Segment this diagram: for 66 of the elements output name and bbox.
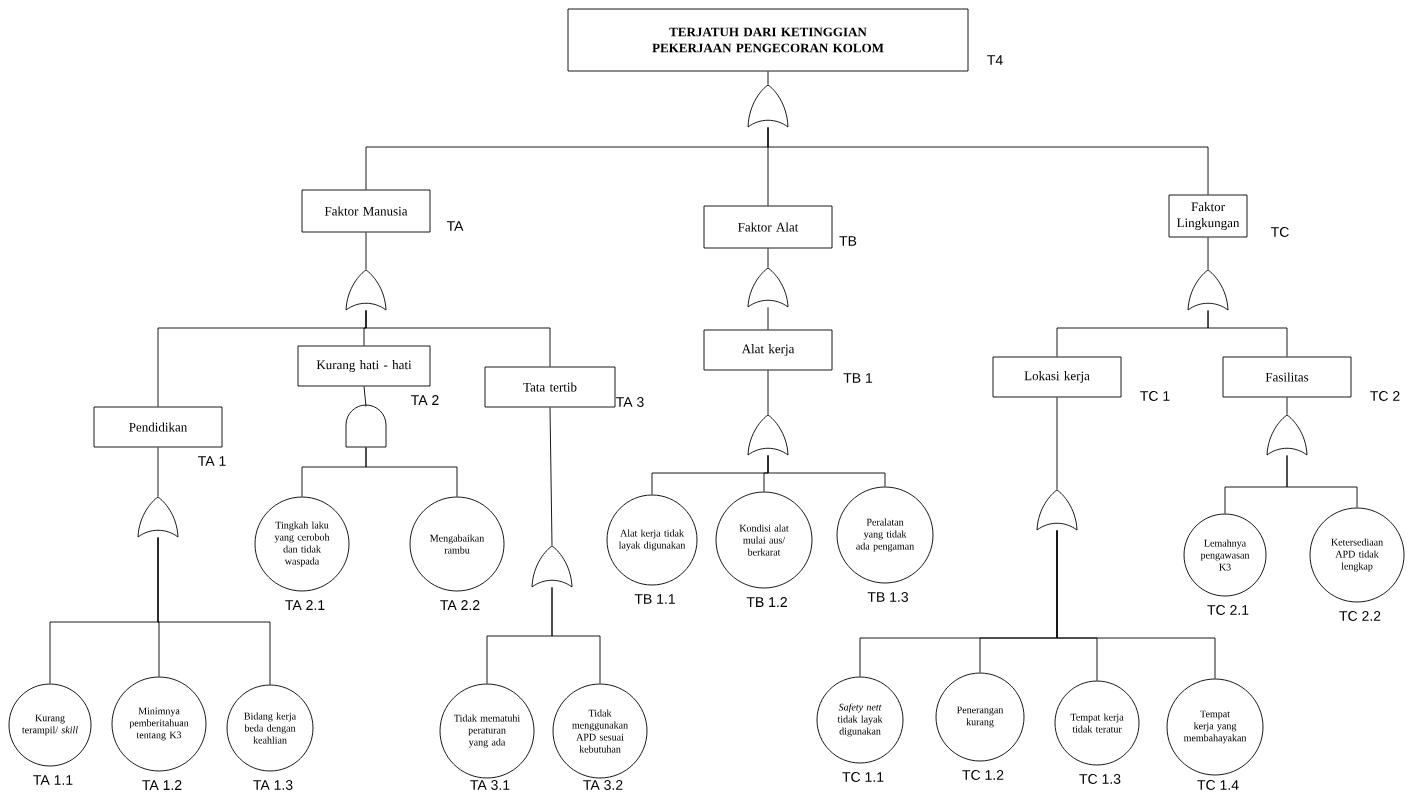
- connector: [767, 71, 769, 85]
- connector: [1286, 455, 1358, 508]
- event-code: TB: [839, 236, 857, 246]
- event-code: TC 1: [1140, 391, 1170, 401]
- or-gate: [345, 269, 387, 311]
- connector: [767, 370, 769, 415]
- event-code: TC 2: [1370, 391, 1400, 401]
- event-code: TA 1.2: [142, 780, 182, 790]
- event-box: Pendidikan: [93, 406, 223, 448]
- event-code: TA: [446, 221, 464, 231]
- connector: [363, 386, 367, 407]
- event-box: Fasilitas: [1222, 356, 1352, 398]
- connector: [365, 310, 551, 367]
- connector: [551, 587, 601, 684]
- connector: [767, 455, 886, 487]
- event-box: Alat kerja: [703, 329, 833, 371]
- event-code: TA 3.2: [583, 780, 623, 790]
- event-code: TB 1.3: [867, 592, 908, 602]
- connector: [767, 248, 769, 268]
- or-gate: [1266, 414, 1308, 456]
- event-box: Tata tertib: [484, 366, 616, 408]
- event-code: TA 1.3: [253, 780, 293, 790]
- connector: [1207, 237, 1209, 270]
- event-code: TA 2.2: [440, 600, 480, 610]
- or-gate: [137, 496, 179, 538]
- connector: [157, 537, 271, 685]
- or-gate: [747, 414, 789, 456]
- event-code: TA 1: [198, 456, 226, 466]
- connector: [1056, 530, 1216, 679]
- or-gate: [747, 84, 789, 128]
- event-code: TA 3: [616, 397, 644, 407]
- event-code: TB 1.2: [746, 597, 787, 607]
- or-gate: [747, 267, 789, 308]
- event-code: TA 3.1: [470, 780, 510, 790]
- event-code: TB 1: [843, 373, 873, 383]
- connector: [1056, 397, 1058, 490]
- connector: [365, 447, 458, 497]
- event-code: TA 2: [411, 395, 439, 405]
- event-box: Faktor Alat: [703, 205, 833, 249]
- event-box: TERJATUH DARI KETINGGIAN PEKERJAAN PENGECORAN KOLOM: [567, 8, 969, 72]
- event-box: Faktor Manusia: [301, 189, 431, 233]
- event-box: Kurang hati - hati: [297, 345, 431, 387]
- event-box: Lokasi kerja: [992, 356, 1122, 398]
- event-code: TC 2.1: [1207, 605, 1249, 615]
- event-code: TB 1.1: [634, 594, 675, 604]
- connector: [767, 127, 1209, 195]
- event-code: TC 1.4: [1197, 780, 1239, 790]
- event-code: TC 1.1: [842, 772, 884, 782]
- connector: [365, 232, 367, 270]
- event-box: Faktor Lingkungan: [1168, 194, 1248, 238]
- connector: [1207, 310, 1288, 357]
- event-code: TA 2.1: [285, 600, 325, 610]
- connector: [549, 407, 553, 546]
- event-code: TC 1.3: [1079, 774, 1121, 784]
- event-code: T4: [987, 55, 1003, 65]
- event-code: TC 1.2: [962, 770, 1004, 780]
- connector: [1286, 397, 1288, 415]
- or-gate: [1036, 489, 1078, 531]
- and-gate: [345, 404, 387, 448]
- or-gate: [531, 545, 573, 588]
- event-code: TC 2.2: [1339, 611, 1381, 621]
- connector: [767, 307, 769, 330]
- or-gate: [1187, 269, 1229, 311]
- event-code: TA 1.1: [33, 775, 73, 785]
- event-code: TC: [1271, 227, 1289, 237]
- connector: [157, 447, 159, 497]
